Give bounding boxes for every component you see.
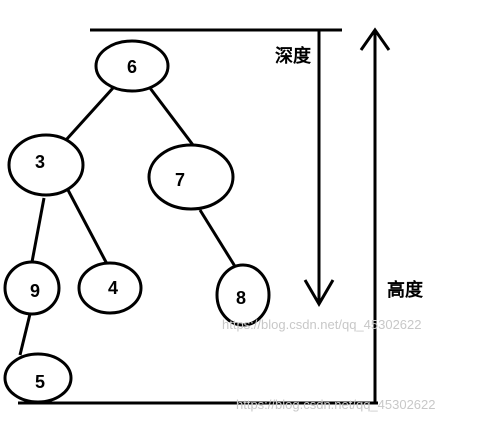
- node-label-6: 6: [127, 57, 137, 77]
- node-label-5: 5: [35, 372, 45, 392]
- node-5: 5: [3, 352, 73, 404]
- edge-3-9: [30, 197, 46, 263]
- node-label-7: 7: [175, 170, 185, 190]
- node-4: 4: [77, 261, 143, 315]
- watermark-1: https://blog.csdn.net/qq_45302622: [222, 317, 422, 332]
- node-label-9: 9: [30, 281, 40, 301]
- depth-arrow: [303, 30, 335, 307]
- node-label-3: 3: [35, 152, 45, 172]
- depth-label: 深度: [275, 45, 312, 67]
- node-9: 9: [3, 260, 61, 316]
- edges: [18, 86, 238, 356]
- node-6: 6: [94, 39, 170, 93]
- node-label-4: 4: [108, 278, 118, 298]
- edge-6-3: [64, 86, 115, 142]
- watermark-2: https://blog.csdn.net/qq_45302622: [236, 397, 436, 412]
- node-7: 7: [147, 143, 235, 211]
- height-arrow: [359, 27, 391, 403]
- node-8: 8: [215, 263, 271, 327]
- node-label-8: 8: [236, 288, 246, 308]
- edge-7-8: [198, 209, 238, 269]
- edge-6-7: [148, 87, 195, 146]
- node-3: 3: [7, 133, 85, 197]
- height-label: 高度: [387, 279, 424, 301]
- edge-9-5: [18, 313, 32, 356]
- edge-3-4: [66, 189, 109, 265]
